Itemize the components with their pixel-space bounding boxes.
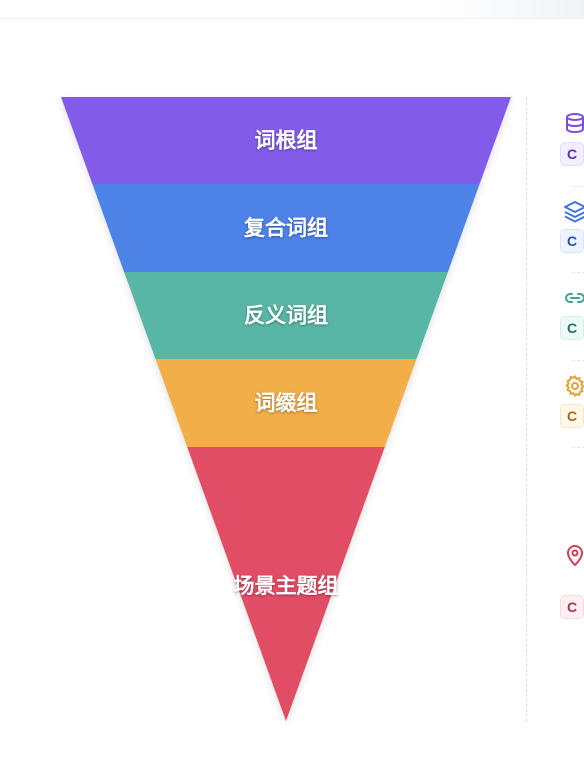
dashed-divider bbox=[526, 97, 527, 722]
side-badge: C bbox=[560, 404, 584, 428]
layers-icon bbox=[564, 201, 584, 223]
side-badge: C bbox=[560, 316, 584, 340]
funnel-level-5 bbox=[187, 447, 385, 721]
funnel-label-1: 词根组 bbox=[255, 129, 318, 153]
funnel-level-3 bbox=[124, 272, 448, 359]
side-badge: C bbox=[560, 595, 584, 619]
separator bbox=[572, 360, 584, 361]
side-item-layers[interactable]: C bbox=[560, 199, 584, 253]
top-bar bbox=[0, 0, 584, 19]
separator bbox=[572, 447, 584, 448]
funnel-label-4: 词缀组 bbox=[255, 391, 318, 415]
funnel-level-2 bbox=[92, 184, 480, 272]
gear-icon bbox=[565, 375, 584, 397]
location-pin-icon bbox=[566, 545, 584, 567]
side-legend: C C C bbox=[560, 0, 584, 779]
funnel-level-1 bbox=[61, 97, 511, 184]
side-badge: C bbox=[560, 142, 584, 166]
database-icon bbox=[566, 113, 584, 134]
side-item-link[interactable]: C bbox=[560, 286, 584, 340]
funnel-label-2: 复合词组 bbox=[243, 216, 328, 240]
side-item-location[interactable]: C bbox=[560, 543, 584, 619]
funnel-label-5: 场景主题组 bbox=[234, 574, 339, 598]
funnel-label-3: 反义词组 bbox=[244, 304, 328, 328]
separator bbox=[572, 272, 584, 273]
side-item-database[interactable]: C bbox=[560, 112, 584, 166]
link-icon bbox=[565, 293, 584, 303]
side-item-gear[interactable]: C bbox=[560, 374, 584, 428]
separator bbox=[572, 186, 584, 187]
side-badge: C bbox=[560, 229, 584, 253]
funnel-level-4 bbox=[155, 359, 417, 447]
